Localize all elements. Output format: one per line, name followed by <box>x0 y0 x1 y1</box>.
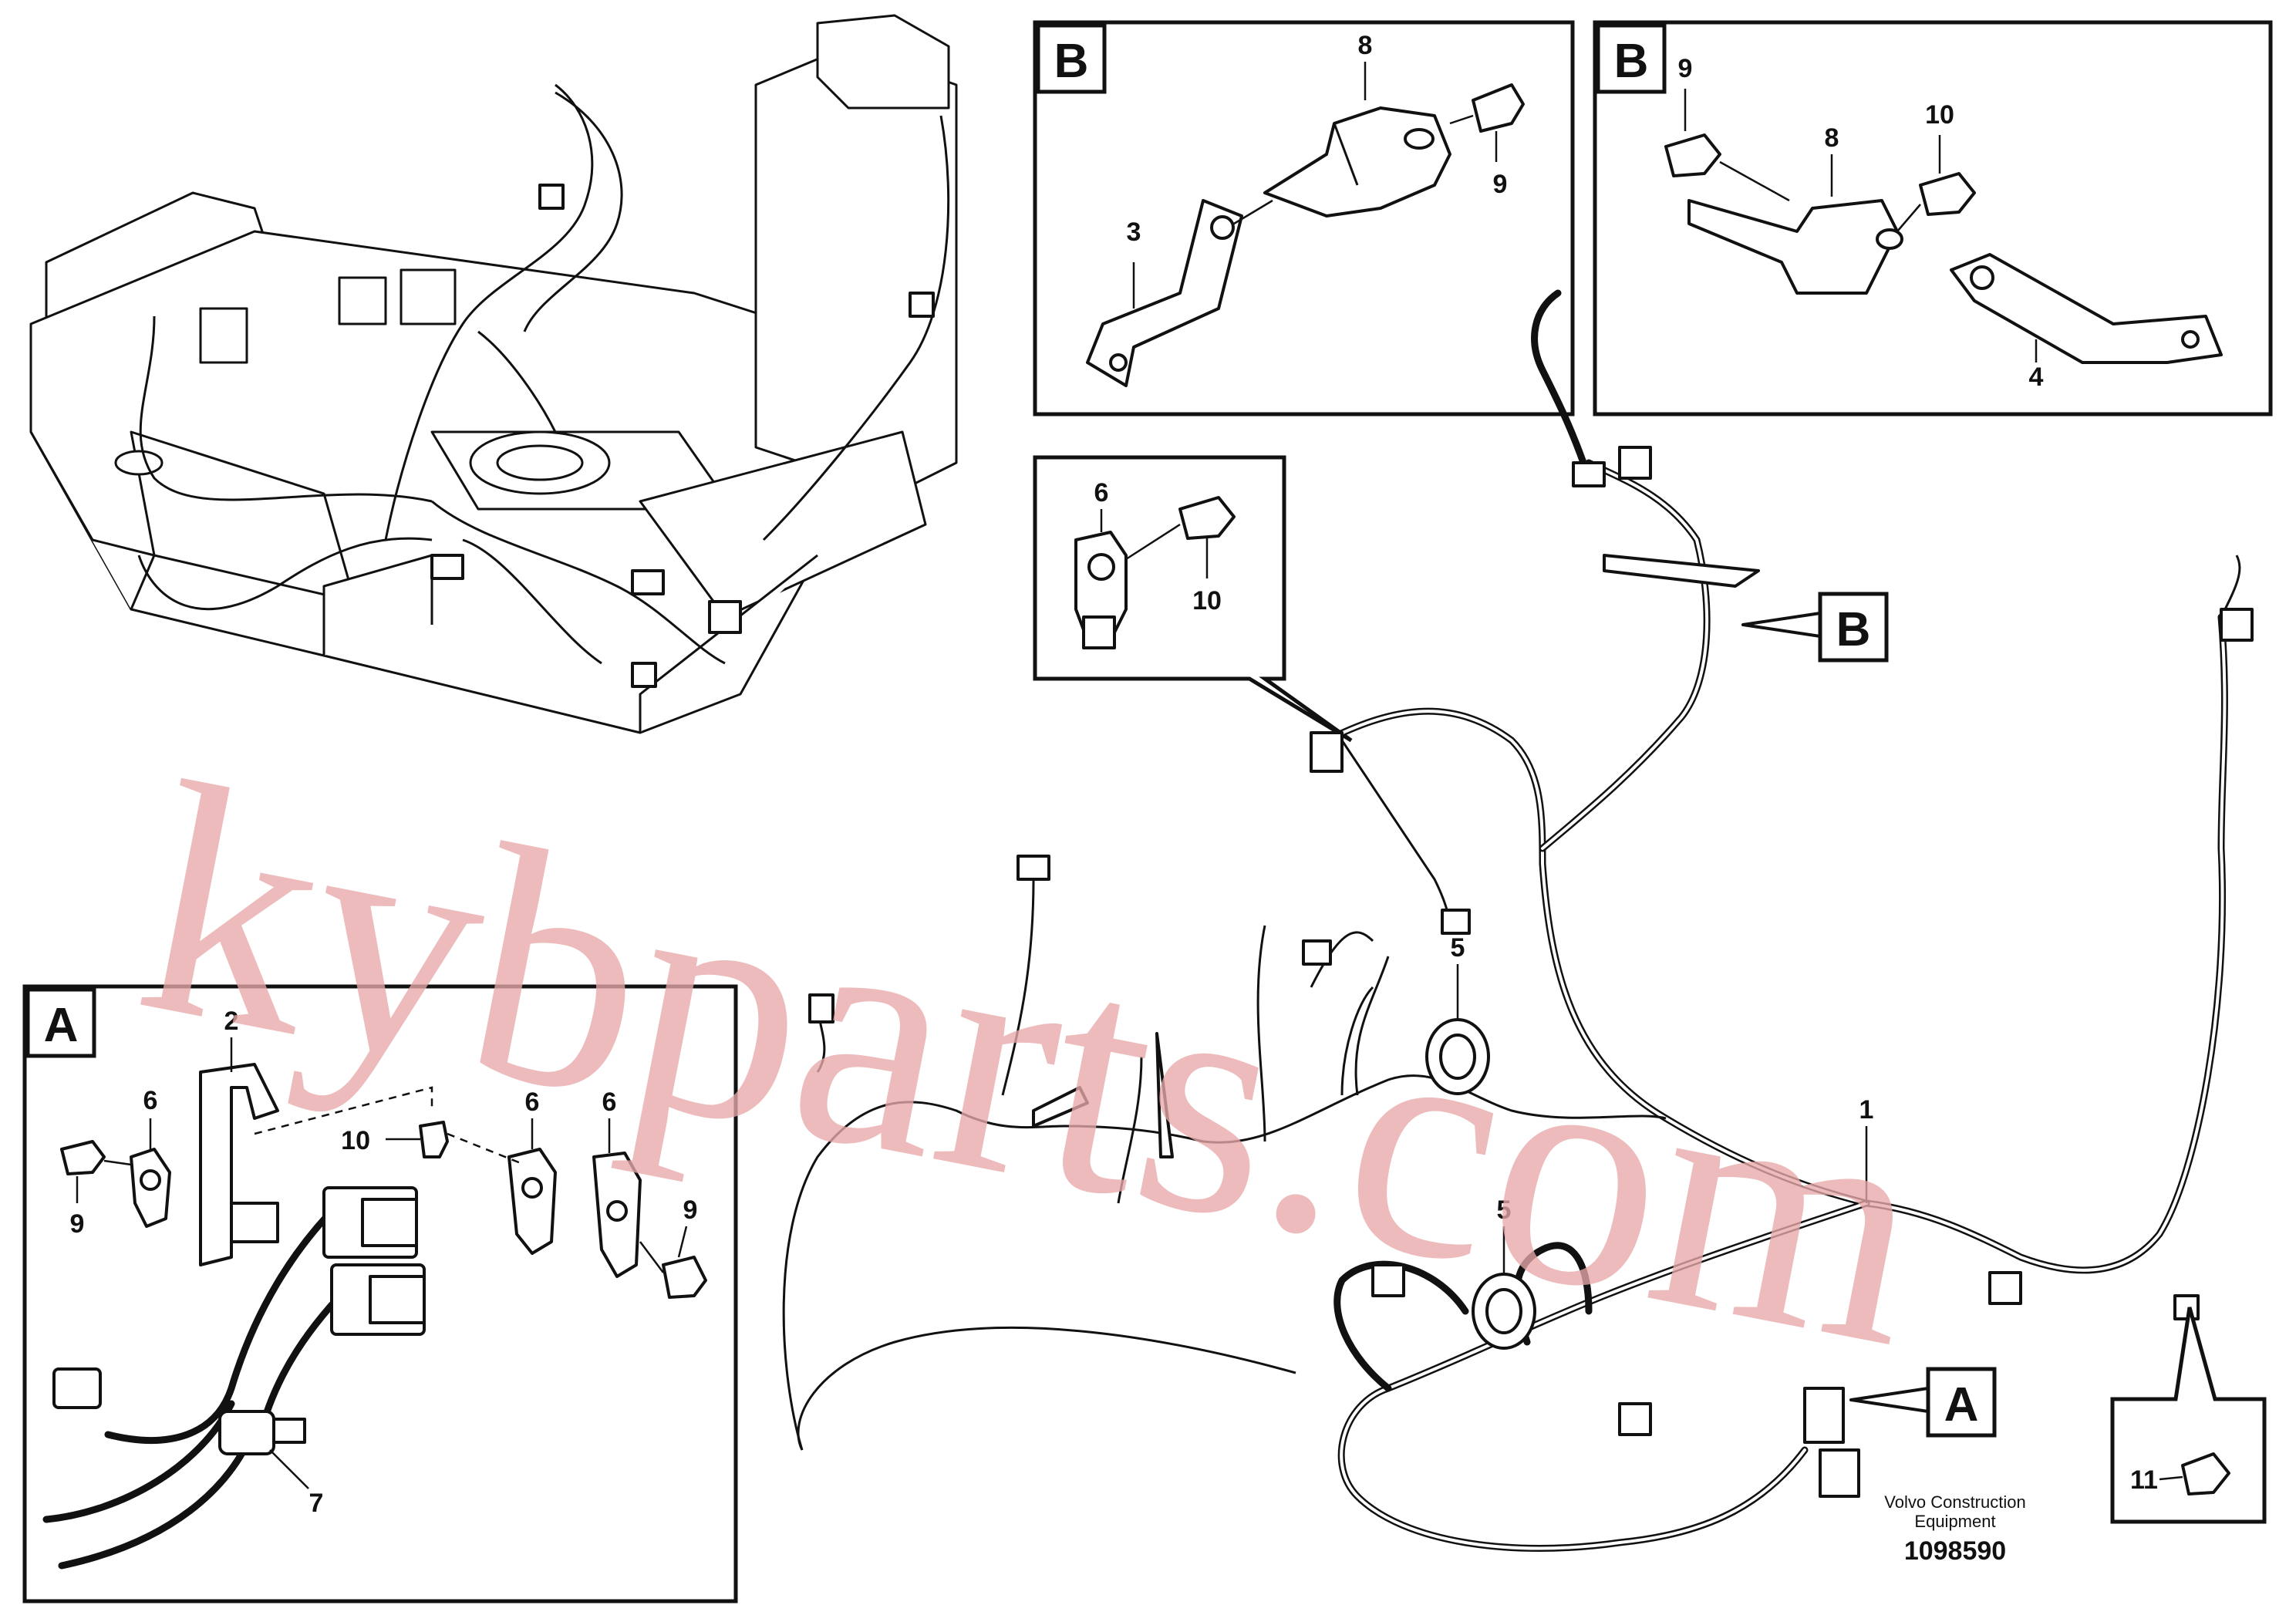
connector <box>1819 1448 1860 1498</box>
bracket-2 <box>199 1063 279 1266</box>
bracket-4 <box>1950 253 2223 364</box>
bracket-3 <box>1086 199 1243 387</box>
view-tag-label: B <box>1054 35 1089 88</box>
connector <box>1017 855 1050 881</box>
connector <box>1302 939 1332 966</box>
connector <box>2220 608 2254 642</box>
connector <box>1371 1263 1405 1297</box>
part-label: 9 <box>683 1195 698 1225</box>
bolt-10 <box>1919 172 1976 216</box>
connector <box>1310 731 1344 773</box>
callout-pointer <box>1741 612 1822 638</box>
callout-tag <box>1926 1367 1997 1438</box>
bolt-10 <box>1178 496 1236 540</box>
part-label: 10 <box>341 1126 370 1155</box>
connector <box>1572 461 1606 487</box>
part-label: 11 <box>2130 1465 2158 1495</box>
sensor-6 <box>507 1148 557 1255</box>
part-label: 8 <box>1358 31 1373 60</box>
bolt-9 <box>1664 133 1721 177</box>
connector <box>1618 446 1652 480</box>
sensor-6 <box>1074 531 1128 642</box>
part-label: 7 <box>309 1489 324 1518</box>
part-label: 5 <box>1497 1195 1512 1225</box>
part-label: 9 <box>1678 54 1693 83</box>
detail-screw: 11 <box>2110 1307 2267 1524</box>
part-label: 6 <box>602 1088 617 1117</box>
bolt-9 <box>662 1256 707 1299</box>
part-label: 10 <box>1925 100 1954 130</box>
screw-11 <box>2181 1452 2230 1496</box>
callout-tag <box>1818 592 1889 663</box>
machine-frame-illustration <box>29 14 958 734</box>
view-tag <box>1036 23 1107 94</box>
clamp-7 <box>218 1410 275 1455</box>
part-label: 9 <box>70 1209 85 1239</box>
detail-b-right: B 9 10 8 4 <box>1593 20 2273 416</box>
connector <box>52 1367 102 1409</box>
detail-sensor: 6 10 <box>1033 455 1353 743</box>
view-tag-label: B <box>1614 35 1649 88</box>
view-tag <box>25 987 96 1058</box>
drawing-number: 1098590 <box>1904 1536 2006 1566</box>
part-label: 6 <box>143 1086 158 1115</box>
clip-8 <box>1687 199 1899 295</box>
part-label: 10 <box>1192 586 1222 615</box>
part-label: 5 <box>1451 933 1465 963</box>
bolt-9 <box>1472 83 1525 133</box>
part-label: 2 <box>224 1007 239 1036</box>
part-label: 8 <box>1825 123 1839 153</box>
harness-branch <box>104 1199 343 1444</box>
bolt-10 <box>419 1121 449 1158</box>
connector <box>1618 1402 1652 1436</box>
part-label: 3 <box>1127 218 1141 247</box>
detail-b-left: B 8 9 3 <box>1033 20 1575 416</box>
detail-a: A 2 6 10 6 <box>22 984 738 1603</box>
detail-frame <box>1033 455 1353 743</box>
bolt-9 <box>60 1140 106 1175</box>
footer-credit: Volvo Construction Equipment 1098590 <box>1884 1492 2025 1566</box>
view-tag-label: A <box>44 999 79 1052</box>
part-label: 9 <box>1493 170 1508 199</box>
clip-8 <box>1263 106 1451 218</box>
part-label: 6 <box>1094 478 1109 508</box>
connector <box>1988 1271 2022 1305</box>
view-tag <box>1596 23 1667 94</box>
callout-label: B <box>1836 603 1871 656</box>
connector <box>808 993 834 1023</box>
part-label: 4 <box>2029 363 2044 392</box>
brand-line-1: Volvo Construction <box>1884 1492 2025 1512</box>
wiring-harness-1: B A 5 5 1 <box>782 289 2254 1552</box>
brand-line-2: Equipment <box>1914 1512 1995 1531</box>
callout-label: A <box>1944 1378 1979 1431</box>
part-label: 6 <box>525 1088 540 1117</box>
part-label: 1 <box>1859 1095 1874 1125</box>
connector <box>1441 909 1471 935</box>
connector <box>1803 1387 1845 1444</box>
